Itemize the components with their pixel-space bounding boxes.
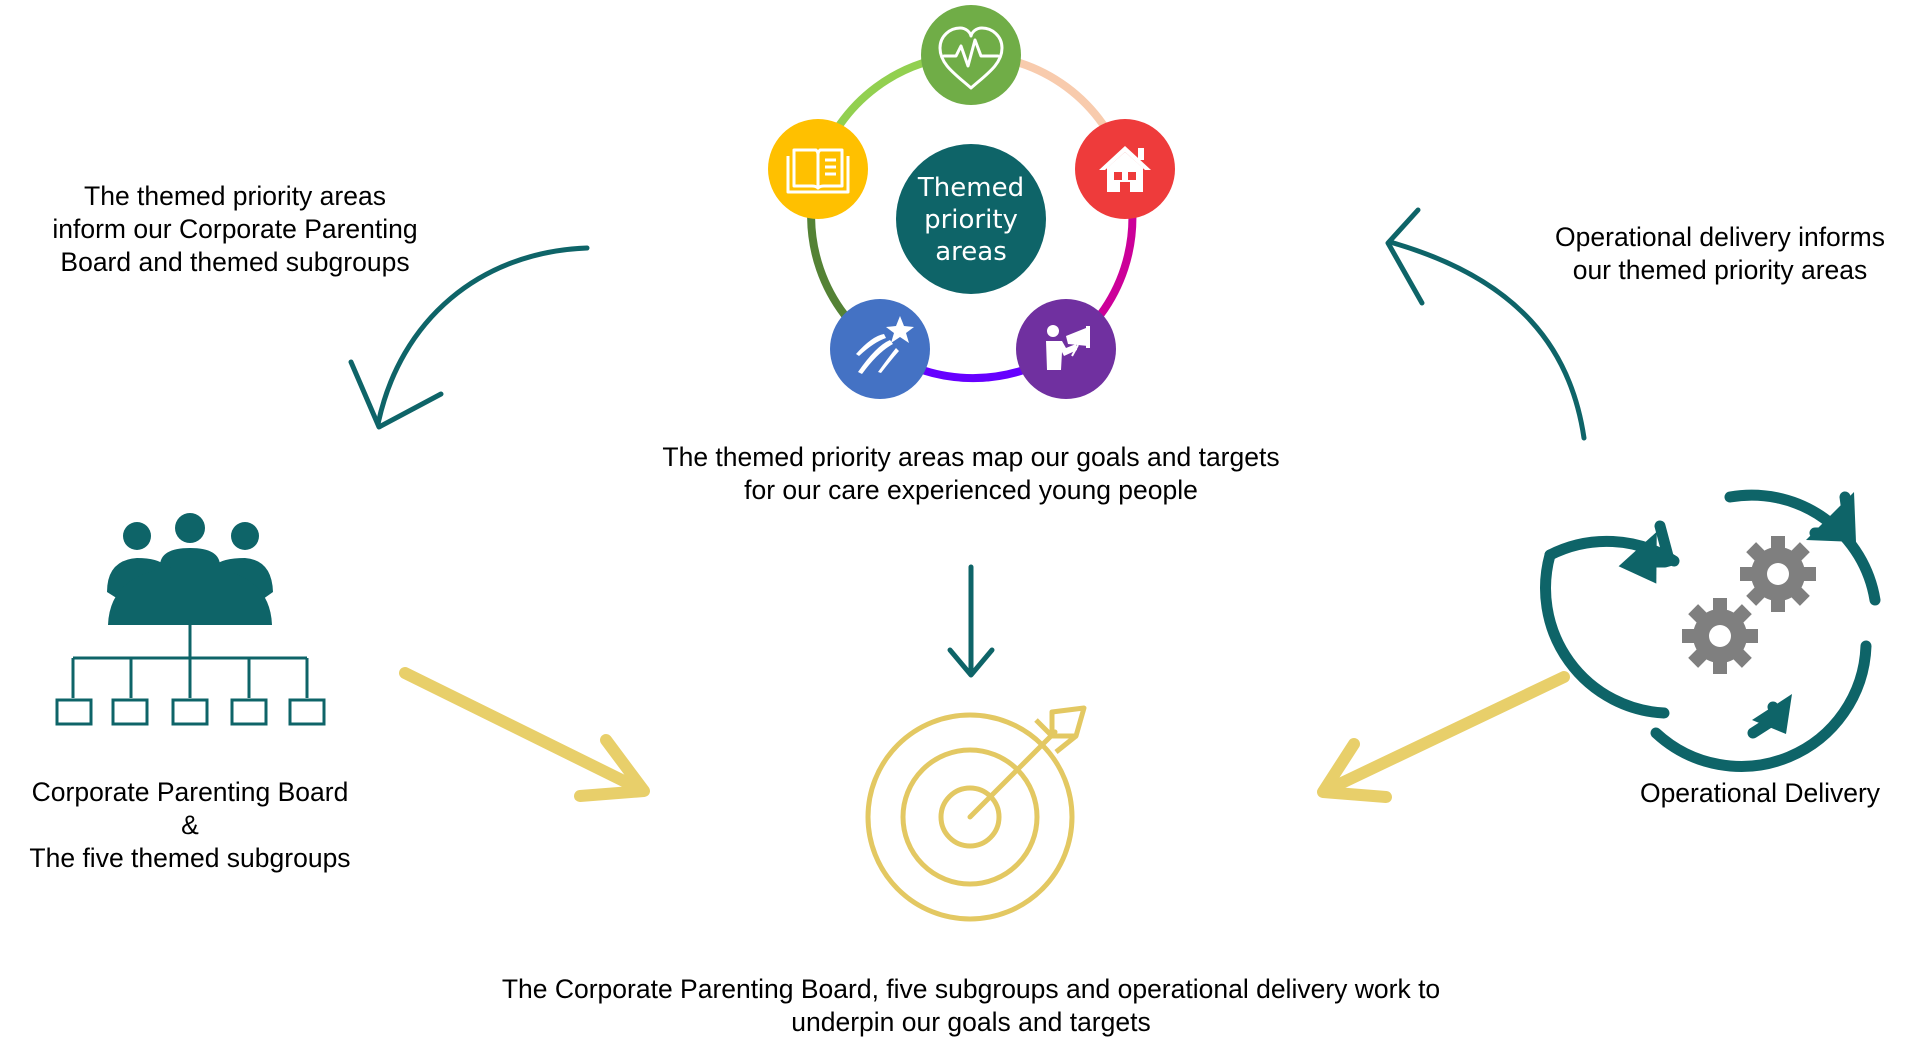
label-operational-delivery: Operational Delivery <box>1639 778 1881 808</box>
label-corporate-parenting-board: Corporate Parenting Board & The five the… <box>29 777 351 873</box>
open-book-icon <box>786 148 850 194</box>
arrow-priority-to-board <box>348 245 590 430</box>
heart-monitor-icon <box>938 26 1004 90</box>
priority-node-health <box>921 5 1021 105</box>
center-label-line-1: Themed <box>917 173 1024 203</box>
person-megaphone-icon <box>1046 325 1090 370</box>
arrow-delivery-to-priority <box>1385 207 1587 441</box>
target-icon <box>865 705 1087 922</box>
priority-node-aspiration <box>830 299 930 399</box>
org-chart-icon <box>55 625 326 726</box>
house-icon <box>1099 146 1151 192</box>
text-priority-map-goals: The themed priority areas map our goals … <box>662 442 1280 505</box>
shooting-star-icon <box>856 316 914 374</box>
priority-node-home <box>1075 119 1175 219</box>
priority-node-voice <box>1016 299 1116 399</box>
priority-node-education <box>768 119 868 219</box>
cycle-arrowheads <box>1618 492 1856 734</box>
center-label-line-2: priority <box>924 205 1018 235</box>
board-people-icon <box>107 513 273 625</box>
text-underpin-goals: The Corporate Parenting Board, five subg… <box>501 974 1441 1037</box>
center-circle <box>896 144 1046 294</box>
text-delivery-informs-priority: Operational delivery informs our themed … <box>1555 222 1885 285</box>
center-label-line-3: areas <box>935 237 1007 267</box>
gears-icon <box>1682 536 1816 674</box>
arrow-board-to-target <box>399 667 650 802</box>
arrow-delivery-to-target <box>1317 671 1570 803</box>
text-priority-informs-board: The themed priority areas inform our Cor… <box>52 181 418 277</box>
arrow-priority-to-target <box>947 564 995 678</box>
